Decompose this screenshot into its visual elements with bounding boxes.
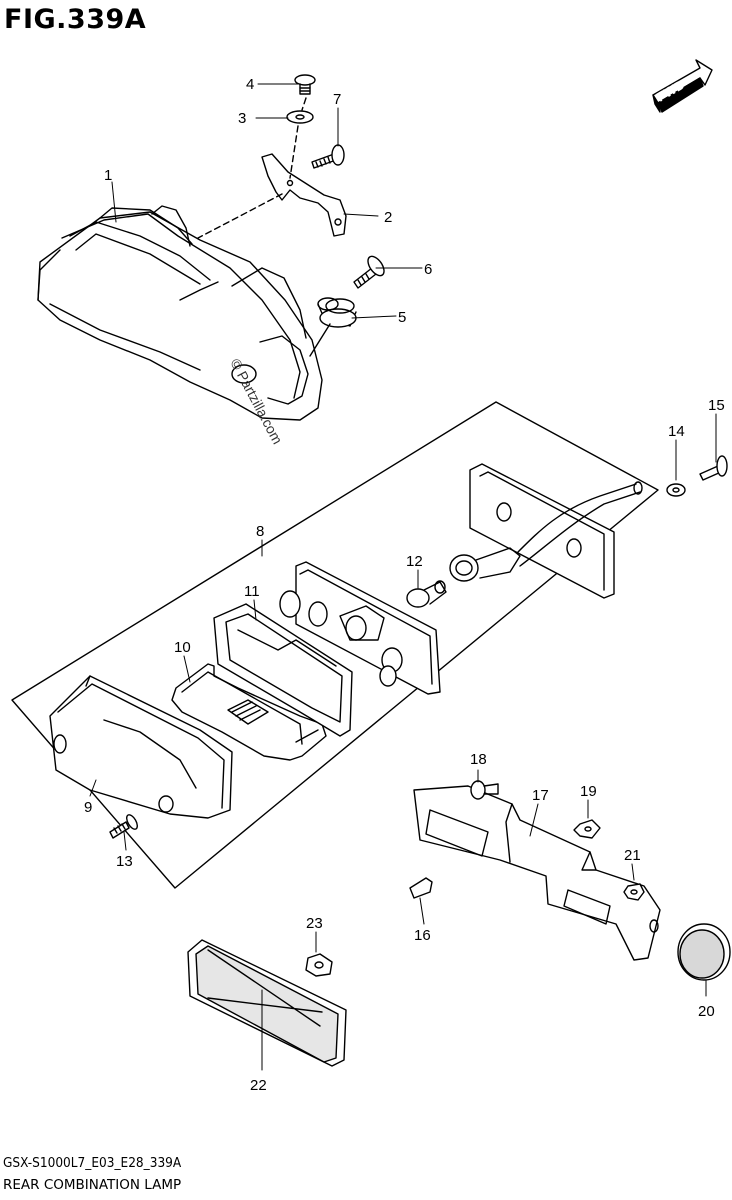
callout-14: 14 bbox=[668, 423, 685, 440]
callout-15: 15 bbox=[708, 397, 725, 414]
callout-11: 11 bbox=[244, 583, 260, 600]
bracket bbox=[261, 153, 347, 237]
callout-22: 22 bbox=[250, 1077, 267, 1094]
tail-lamp-housing bbox=[37, 205, 323, 421]
callout-16: 16 bbox=[414, 927, 431, 944]
washer bbox=[286, 110, 314, 124]
socket-harness bbox=[449, 463, 643, 599]
leader-housing bbox=[309, 323, 331, 357]
small-bulb bbox=[409, 877, 433, 899]
leader-lines bbox=[89, 83, 717, 1071]
callout-10: 10 bbox=[174, 639, 191, 656]
fwd-arrow-icon: FWD bbox=[652, 59, 713, 113]
figure-caption: REAR COMBINATION LAMP bbox=[3, 1177, 182, 1193]
callout-5: 5 bbox=[398, 309, 406, 326]
model-code: GSX-S1000L7_E03_E28_339A bbox=[3, 1155, 182, 1171]
callout-17: 17 bbox=[532, 787, 549, 804]
screw-6 bbox=[353, 255, 385, 289]
screw-15 bbox=[699, 455, 728, 481]
gasket bbox=[213, 603, 353, 737]
callout-2: 2 bbox=[384, 209, 392, 226]
bulb bbox=[406, 580, 447, 608]
callout-4: 4 bbox=[246, 76, 254, 93]
rear-reflector bbox=[187, 939, 347, 1067]
callout-3: 3 bbox=[238, 110, 246, 127]
callout-7: 7 bbox=[333, 91, 341, 108]
nut-21 bbox=[623, 883, 645, 901]
screw-18 bbox=[470, 780, 499, 800]
callout-numbers: 1 2 3 4 5 6 7 8 9 10 11 12 13 14 15 16 1… bbox=[84, 76, 725, 1094]
screw-4 bbox=[294, 74, 316, 95]
washer-14 bbox=[666, 483, 686, 497]
callout-9: 9 bbox=[84, 799, 92, 816]
callout-12: 12 bbox=[406, 553, 423, 570]
callout-1: 1 bbox=[104, 167, 112, 184]
callout-23: 23 bbox=[306, 915, 323, 932]
callout-8: 8 bbox=[256, 523, 264, 540]
figure-title: FIG.339A bbox=[4, 4, 147, 35]
round-reflector bbox=[677, 923, 731, 981]
nut-23 bbox=[305, 953, 333, 977]
license-bracket bbox=[413, 785, 661, 961]
assembly-lines bbox=[197, 97, 307, 239]
callout-20: 20 bbox=[698, 1003, 715, 1020]
callout-13: 13 bbox=[116, 853, 133, 870]
screw-7 bbox=[311, 144, 345, 169]
callout-21: 21 bbox=[624, 847, 641, 864]
nut-19 bbox=[573, 819, 601, 839]
callout-6: 6 bbox=[424, 261, 432, 278]
grommet bbox=[317, 297, 357, 328]
screw-13 bbox=[109, 814, 138, 839]
circuit-board bbox=[279, 561, 441, 695]
callout-18: 18 bbox=[470, 751, 487, 768]
holder-plate bbox=[171, 663, 327, 761]
callout-19: 19 bbox=[580, 783, 597, 800]
